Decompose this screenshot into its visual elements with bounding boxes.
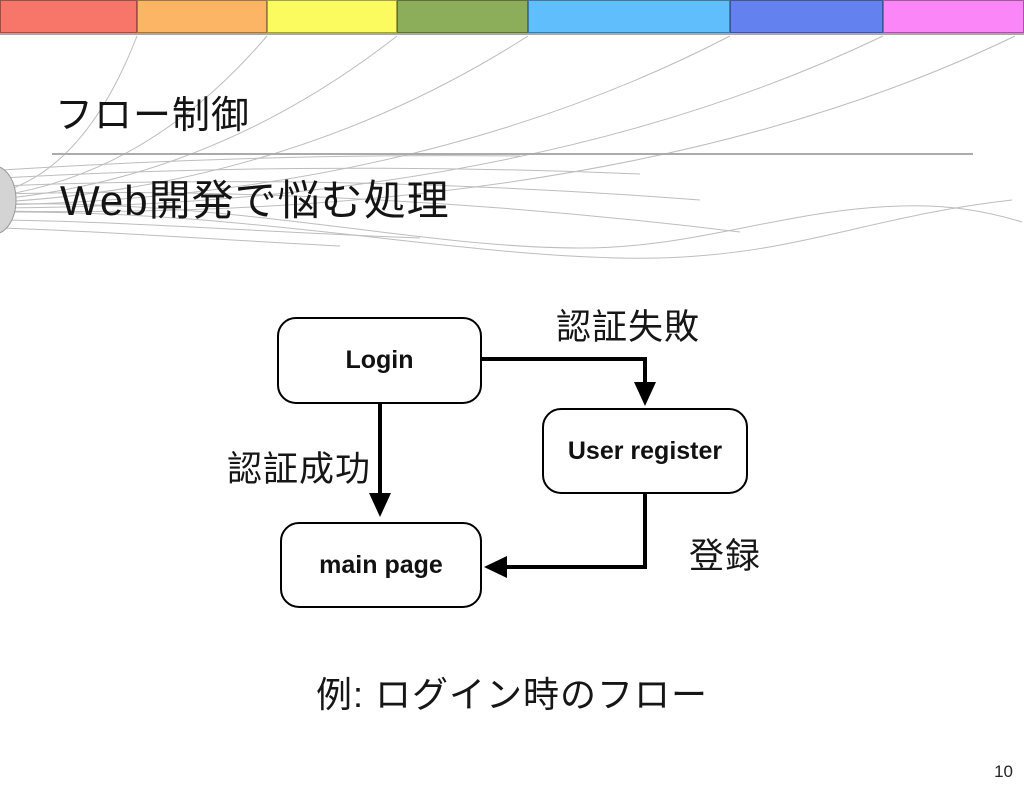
edge-label-register: 登録 [689, 537, 762, 576]
edge-label-auth-success: 認証成功 [227, 450, 372, 489]
slide-caption: 例: ログイン時のフロー [315, 674, 708, 715]
color-bar-segment-periwinkle [730, 0, 883, 33]
color-bar-segment-orange [137, 0, 267, 33]
edge-label-auth-failure: 認証失敗 [556, 308, 701, 347]
color-bar-segment-light-blue [528, 0, 730, 33]
color-bar-segment-pink [883, 0, 1024, 33]
slide-title: フロー制御 [55, 95, 251, 137]
flow-node-login: Login [277, 317, 482, 404]
color-bar-segment-red [0, 0, 137, 33]
page-number: 10 [994, 762, 1013, 781]
slide-subtitle: Web開発で悩む処理 [60, 177, 450, 224]
focus-ellipse [0, 166, 17, 234]
flow-node-user-register: User register [542, 408, 748, 494]
title-divider-line [52, 153, 973, 155]
color-bar-segment-green [397, 0, 528, 33]
top-color-bar [0, 0, 1024, 33]
flow-node-main-page: main page [280, 522, 482, 608]
color-bar-segment-yellow [267, 0, 397, 33]
top-bar-underline [0, 33, 1024, 35]
